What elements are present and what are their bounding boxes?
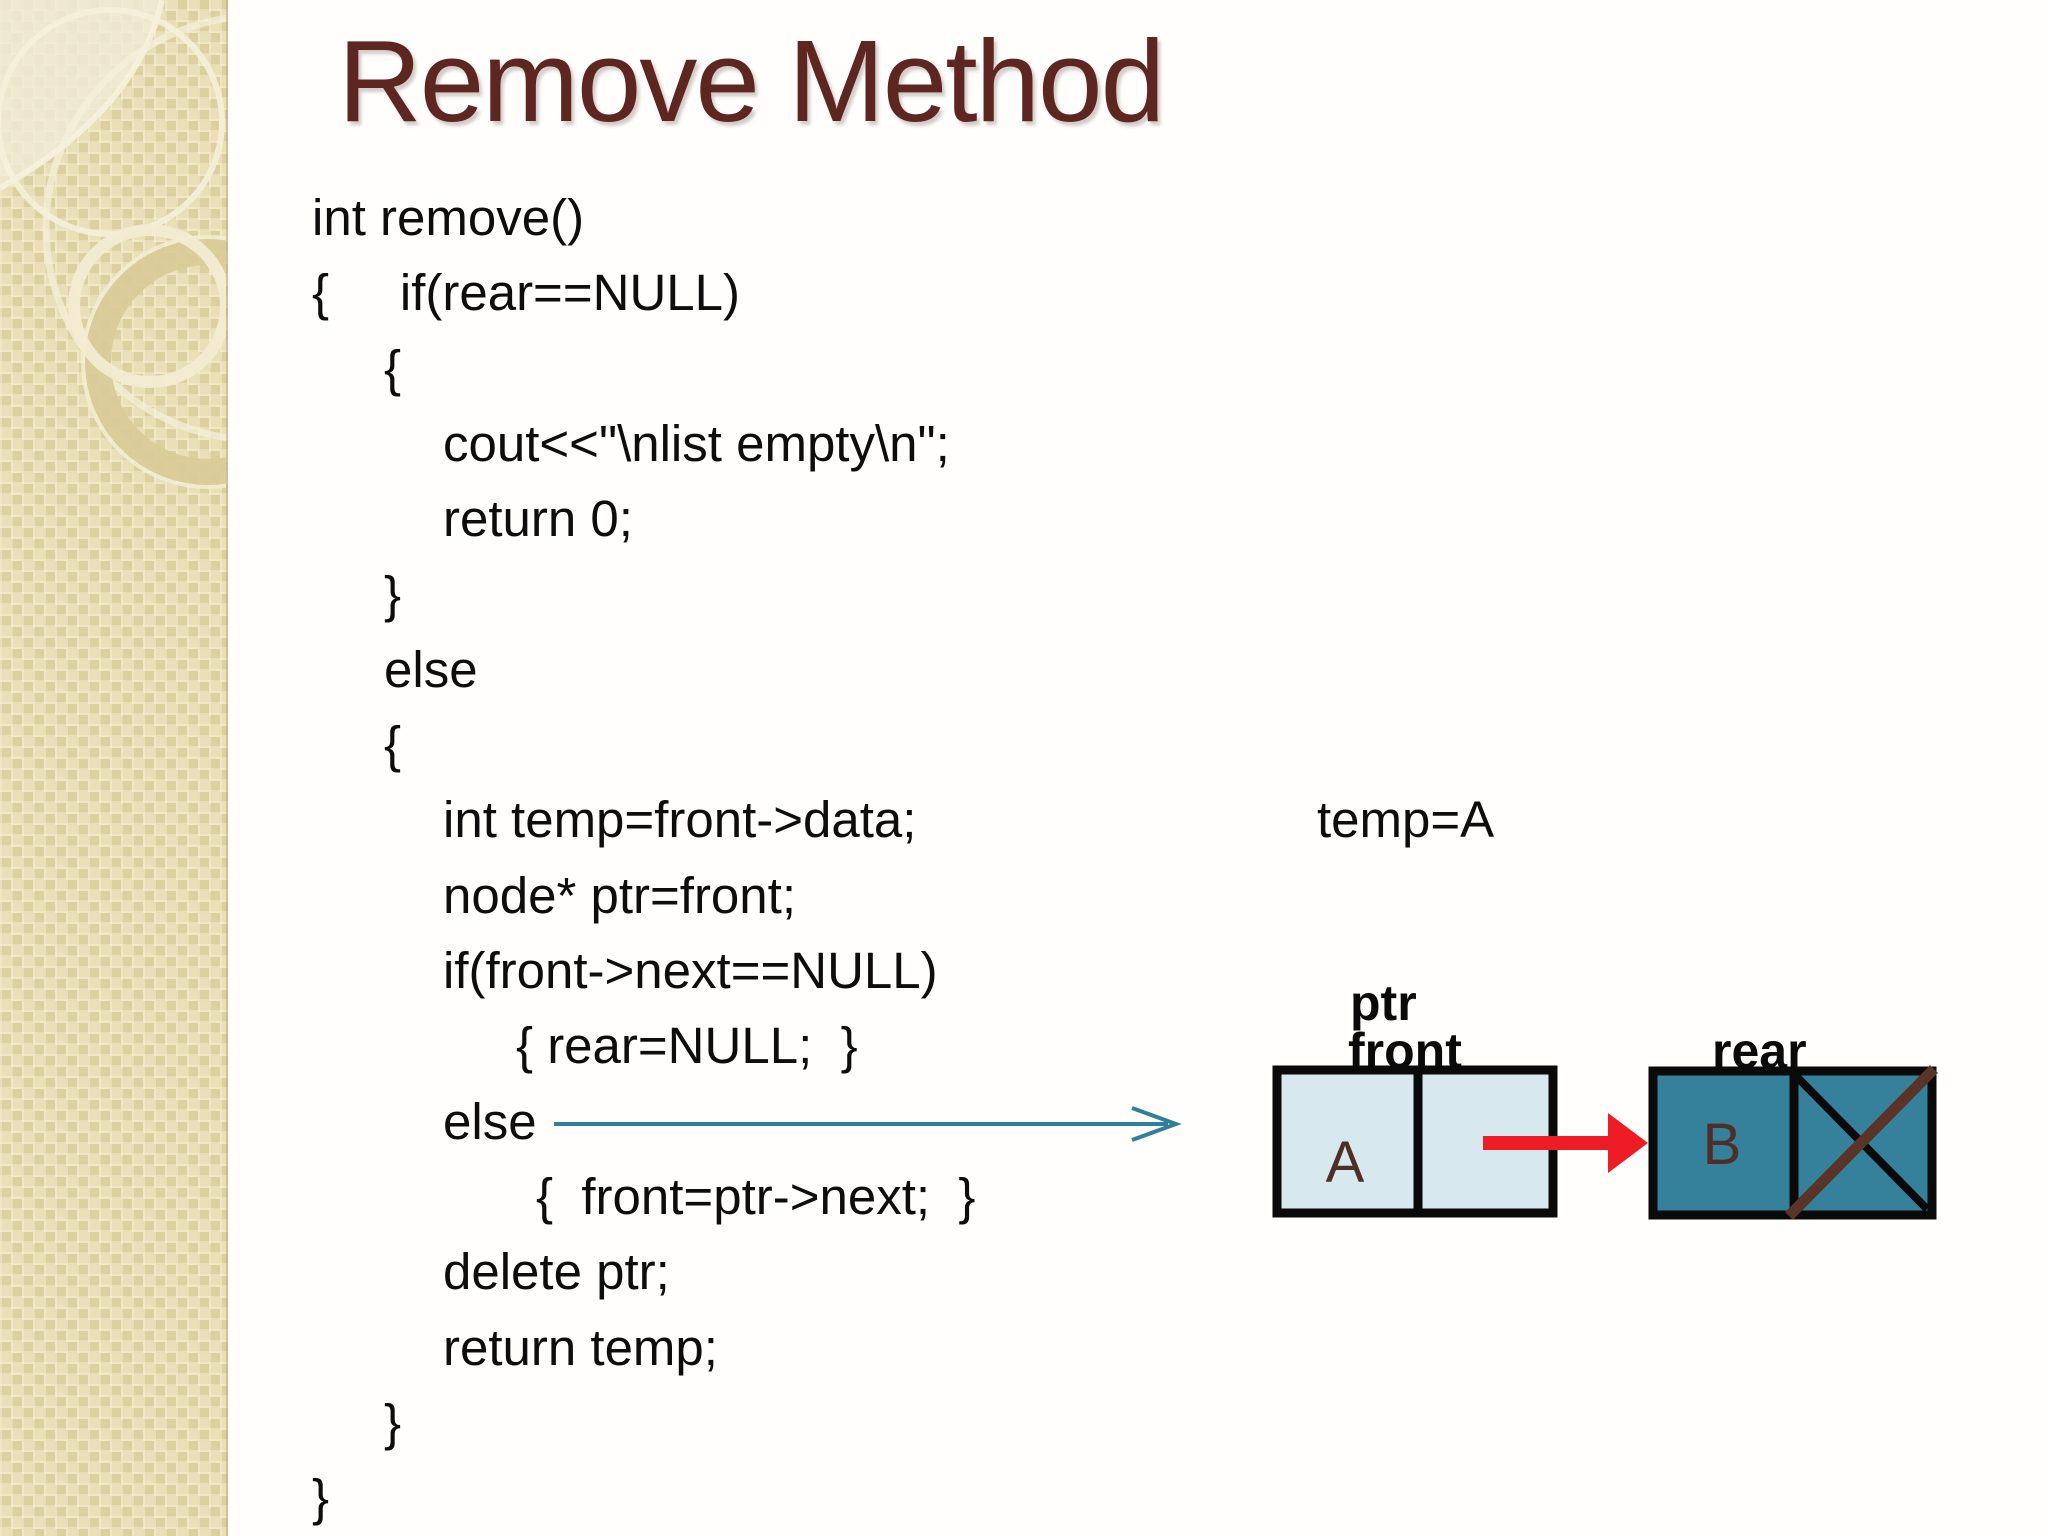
sidebar-ornaments bbox=[0, 0, 226, 489]
code-line: } bbox=[312, 1469, 330, 1526]
else-pointer-arrow bbox=[554, 1106, 1182, 1142]
else-arrow-head bbox=[1131, 1106, 1182, 1142]
ring-ornament-outline bbox=[81, 235, 226, 489]
code-line: { rear=NULL; } bbox=[516, 1017, 858, 1074]
next-arrow-shaft bbox=[1483, 1136, 1615, 1150]
code-line: node* ptr=front; bbox=[443, 867, 796, 924]
temp-value-annotation: temp=A bbox=[1317, 791, 1495, 848]
code-line: int temp=front->data; bbox=[443, 791, 917, 848]
ring-ornament-thin bbox=[68, 224, 226, 388]
code-line: { bbox=[384, 340, 402, 397]
code-line: { front=ptr->next; } bbox=[536, 1168, 976, 1225]
sidebar-decoration bbox=[0, 0, 228, 1536]
page-title: Remove Method bbox=[338, 16, 1165, 146]
code-line: else bbox=[384, 641, 478, 698]
null-cross-brown-diagonal bbox=[1785, 1065, 1938, 1220]
ptr-label: ptr bbox=[1350, 975, 1417, 1031]
code-line: cout<<"\nlist empty\n"; bbox=[443, 415, 950, 472]
linked-list-diagram: ptr front rear A B bbox=[1272, 975, 1938, 1220]
corner-highlight-edge bbox=[0, 0, 165, 191]
code-line: return 0; bbox=[443, 490, 633, 547]
code-line: else bbox=[443, 1093, 537, 1150]
code-line: } bbox=[384, 1394, 402, 1451]
code-line: return temp; bbox=[443, 1319, 718, 1376]
code-line: { bbox=[384, 716, 402, 773]
circle-ornament-large bbox=[42, 14, 226, 442]
next-arrow-head bbox=[1608, 1113, 1648, 1173]
code-line: int remove() bbox=[312, 189, 585, 246]
rear-node-data: B bbox=[1703, 1112, 1742, 1177]
circle-ornament-top bbox=[0, 7, 225, 237]
next-pointer-arrow bbox=[1483, 1113, 1648, 1173]
corner-highlight-shape bbox=[0, 0, 162, 188]
front-node-data: A bbox=[1326, 1130, 1365, 1195]
code-line: if(front->next==NULL) bbox=[443, 942, 938, 999]
code-line: { if(rear==NULL) bbox=[312, 264, 740, 321]
code-line: } bbox=[384, 566, 402, 623]
code-line: delete ptr; bbox=[443, 1243, 670, 1300]
